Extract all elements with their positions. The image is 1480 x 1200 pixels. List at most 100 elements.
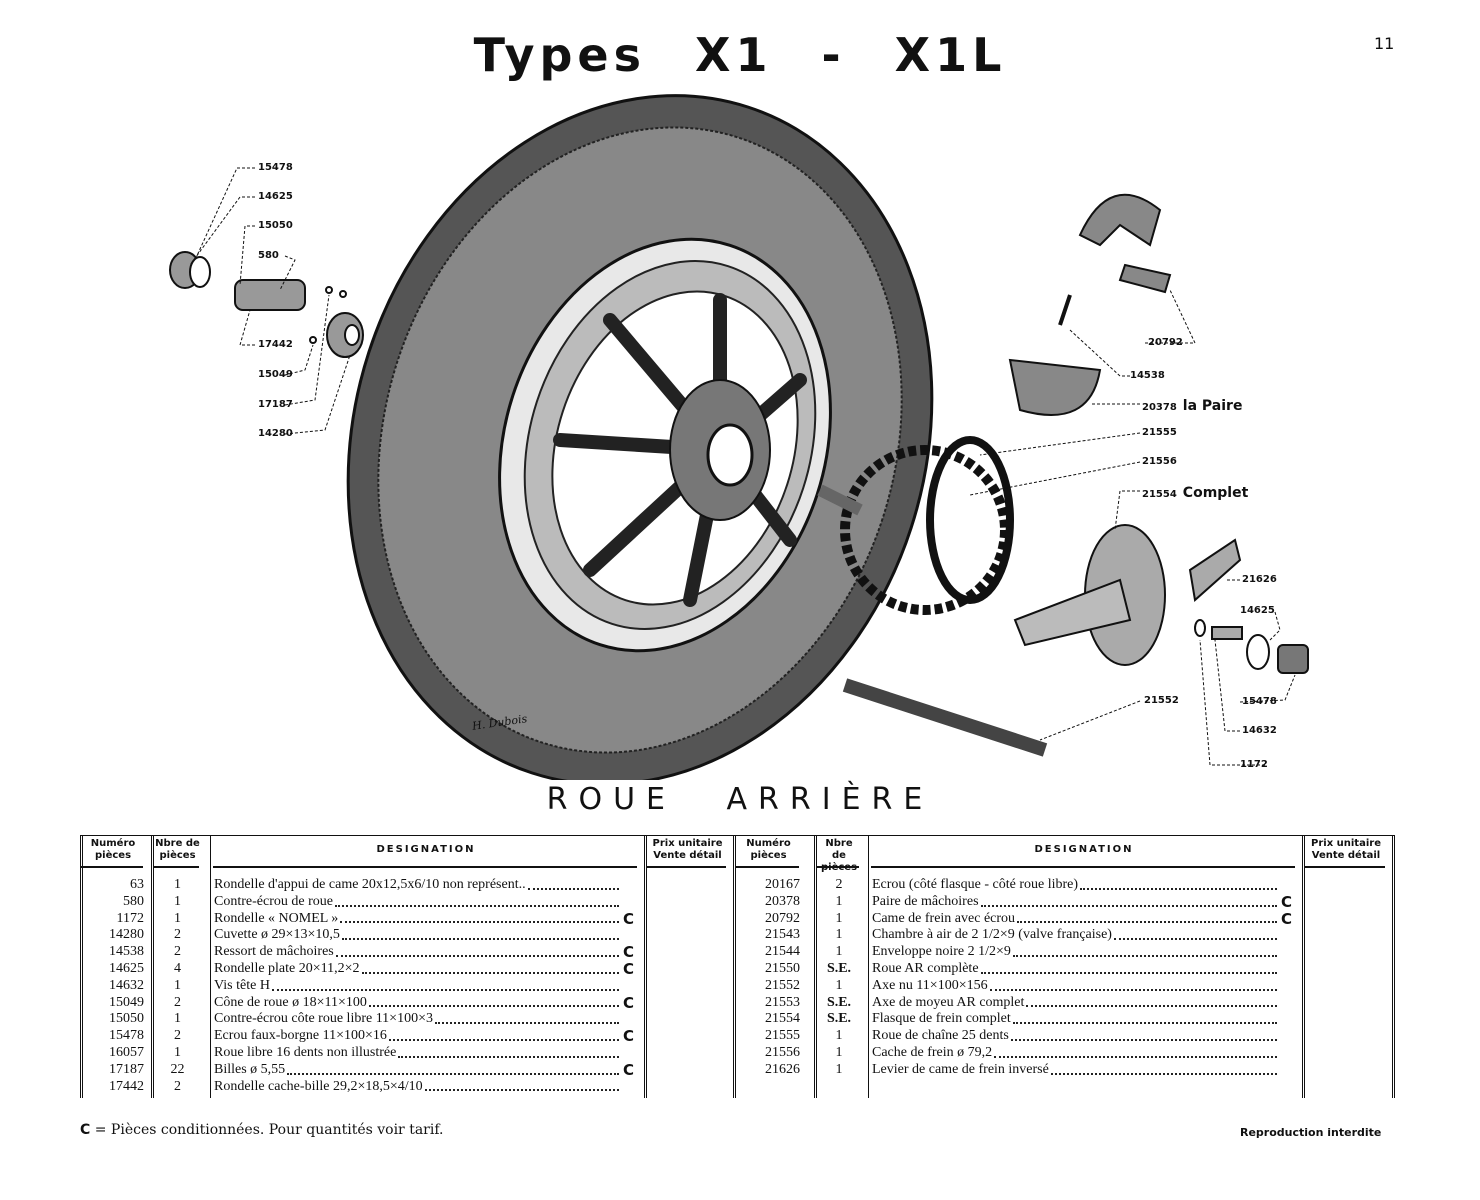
callout-number: 1172 <box>1240 759 1268 770</box>
callout-number: 21554 <box>1142 489 1177 500</box>
header-rule <box>1305 866 1385 868</box>
part-designation-row: Came de frein avec écrou C <box>872 909 1292 928</box>
leader-lines <box>189 167 1296 766</box>
part-designation: Came de frein avec écrou <box>872 910 1016 926</box>
part-designation: Vis tête H <box>214 977 270 993</box>
part-quantity: 1 <box>174 893 181 909</box>
part-quantity: 1 <box>835 977 843 993</box>
dot-leader <box>1050 1072 1277 1075</box>
part-quantity: 1 <box>835 910 843 926</box>
header-rule <box>817 866 859 868</box>
part-quantity: 1 <box>174 977 181 993</box>
dot-leader <box>335 954 619 957</box>
table-border <box>80 836 83 1098</box>
callout-label: 20792 <box>1148 337 1183 348</box>
legend-key: C <box>80 1122 91 1138</box>
callout-label: 1172 <box>1240 759 1268 770</box>
part-quantity: S.E. <box>826 994 852 1010</box>
part-quantity: 22 <box>170 1061 185 1077</box>
part-number: 21544 <box>765 944 800 960</box>
header-rule <box>213 866 637 868</box>
column-divider <box>814 836 817 1098</box>
part-designation: Ressort de mâchoires <box>214 944 334 960</box>
part-number: 21550 <box>765 961 800 976</box>
callout-label: 14625 <box>258 191 293 202</box>
part-designation: Roue libre 16 dents non illustrée <box>214 1045 397 1060</box>
dot-leader <box>334 904 619 907</box>
part-designation-row: Contre-écrou de roue <box>214 894 634 911</box>
legend-text: = Pièces conditionnées. Pour quantités v… <box>94 1122 444 1138</box>
part-designation-row: Levier de came de frein inversé <box>872 1062 1292 1079</box>
callout-number: 14538 <box>1130 370 1165 381</box>
part-designation: Cône de roue ø 18×11×100 <box>214 994 367 1010</box>
part-quantity: 1 <box>174 910 181 926</box>
part-designation: Flasque de frein complet <box>872 1011 1011 1027</box>
part-designation: Rondelle d'appui de came 20x12,5x6/10 no… <box>214 877 526 892</box>
column-divider <box>868 836 869 1098</box>
part-quantity: 1 <box>835 1061 843 1077</box>
conditioned-mark: C <box>1280 892 1292 911</box>
callout-label: 21554 Complet <box>1142 485 1248 501</box>
dot-leader <box>980 971 1277 974</box>
dot-leader <box>1113 938 1277 941</box>
header-rule <box>81 866 143 868</box>
column-header-nbre: Nbre de pièces <box>821 838 857 873</box>
part-quantity: 1 <box>835 944 843 960</box>
part-designation-row: Roue libre 16 dents non illustrée <box>214 1045 634 1062</box>
dot-leader <box>1080 887 1277 890</box>
table-top-border <box>80 835 1395 836</box>
table-divider <box>733 836 736 1098</box>
column-header-numero: Numéro pièces <box>746 838 791 861</box>
part-quantity: 4 <box>174 961 181 976</box>
part-number: 1172 <box>116 910 144 926</box>
part-quantity: 2 <box>174 1078 181 1094</box>
part-designation-row: Roue AR complète <box>872 961 1292 978</box>
conditioned-mark: C <box>622 943 634 962</box>
part-designation-row: Contre-écrou côte roue libre 11×100×3 <box>214 1011 634 1028</box>
part-quantity: 1 <box>174 1045 181 1060</box>
callout-number: 15478 <box>1242 696 1277 707</box>
conditioned-mark: C <box>622 993 634 1012</box>
section-title: ROUE ARRIÈRE <box>546 782 934 817</box>
part-designation: Chambre à air de 2 1/2×9 (valve français… <box>872 927 1112 943</box>
dot-leader <box>1026 1005 1277 1008</box>
dot-leader <box>341 938 619 941</box>
part-number: 21554 <box>765 1011 800 1027</box>
part-quantity: 1 <box>835 1028 843 1044</box>
part-quantity: 2 <box>174 1028 181 1044</box>
dot-leader <box>287 1072 619 1075</box>
part-quantity: 2 <box>174 994 181 1010</box>
part-designation-row: Chambre à air de 2 1/2×9 (valve français… <box>872 927 1292 944</box>
dot-leader <box>271 988 619 991</box>
header-rule <box>154 866 199 868</box>
dot-leader <box>1017 921 1277 924</box>
conditioned-mark: C <box>1280 909 1292 928</box>
part-quantity: 2 <box>835 877 843 892</box>
part-number: 21555 <box>765 1028 800 1044</box>
column-header-prix: Prix unitaire Vente détail <box>1311 838 1381 861</box>
callout-note: la Paire <box>1182 398 1243 414</box>
column-divider <box>210 836 211 1098</box>
part-quantity: 1 <box>174 1011 181 1027</box>
part-designation-row: Rondelle d'appui de came 20x12,5x6/10 no… <box>214 877 634 894</box>
part-number: 15050 <box>109 1011 144 1027</box>
part-designation: Contre-écrou côte roue libre 11×100×3 <box>214 1011 433 1027</box>
callout-label: 15478 <box>258 162 293 173</box>
part-number: 21626 <box>765 1061 800 1077</box>
part-designation: Axe de moyeu AR complet <box>872 994 1025 1010</box>
part-number: 63 <box>130 877 144 892</box>
part-designation-row: Roue de chaîne 25 dents <box>872 1028 1292 1045</box>
part-number: 15049 <box>109 994 144 1010</box>
part-quantity: 1 <box>174 877 181 892</box>
column-divider <box>644 836 647 1098</box>
part-designation: Contre-écrou de roue <box>214 893 333 909</box>
part-designation-row: Ressort de mâchoires C <box>214 944 634 961</box>
part-designation-row: Axe de moyeu AR complet <box>872 995 1292 1012</box>
callout-note: Complet <box>1182 485 1249 501</box>
dot-leader <box>434 1022 619 1025</box>
callout-label: 21556 <box>1142 456 1177 467</box>
part-designation: Enveloppe noire 2 1/2×9 <box>872 944 1011 960</box>
part-designation: Levier de came de frein inversé <box>872 1061 1049 1077</box>
